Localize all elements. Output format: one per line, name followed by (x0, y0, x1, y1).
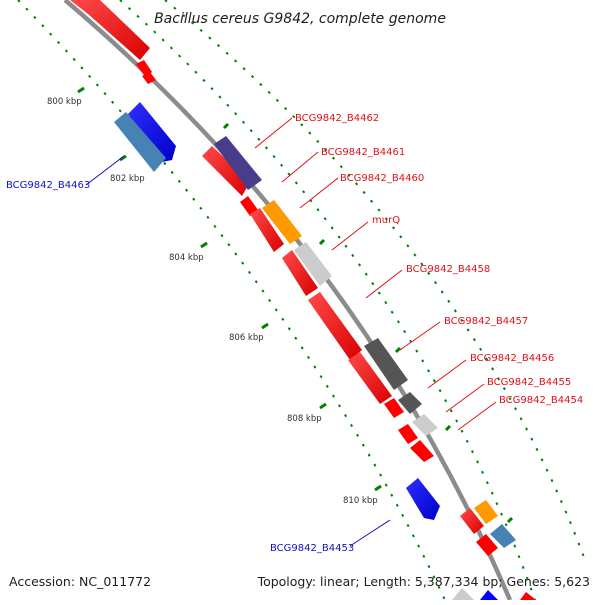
accession-text: Accession: NC_011772 (9, 574, 151, 589)
reverse-strand-genes (70, 0, 536, 600)
gene-label[interactable]: BCG9842_B4463 (6, 180, 90, 191)
leader-line-murq (331, 221, 369, 251)
leader-line-b4456 (427, 359, 467, 389)
gene-label[interactable]: BCG9842_B4461 (321, 147, 405, 158)
leader-line-b4454 (457, 401, 497, 431)
gene-arrow[interactable] (308, 292, 362, 360)
gene-arrow[interactable] (202, 146, 250, 196)
gene-arrow[interactable] (348, 352, 392, 404)
ruler-guide-outer (164, 0, 586, 561)
gene-label[interactable]: BCG9842_B4453 (270, 543, 354, 554)
tick-label: 804 kbp (169, 253, 204, 263)
gene-arrow[interactable] (70, 0, 150, 60)
tick-labels: 800 kbp 802 kbp 804 kbp 806 kbp 808 kbp … (47, 97, 378, 506)
forward-strand-genes (114, 102, 440, 520)
gene-arrow[interactable] (474, 500, 498, 524)
gene-arrow[interactable] (406, 478, 440, 520)
gene-arrow[interactable] (452, 588, 474, 600)
gene-arrow[interactable] (384, 398, 404, 418)
gene-arrow[interactable] (410, 440, 434, 462)
tick-mark-mid-2 (318, 238, 326, 246)
gene-label[interactable]: murQ (372, 215, 400, 226)
leader-line-b4463 (85, 155, 125, 186)
gene-label[interactable]: BCG9842_B4462 (295, 113, 379, 124)
leader-lines (85, 117, 497, 547)
gene-label[interactable]: BCG9842_B4460 (340, 173, 424, 184)
gene-arrow[interactable] (128, 102, 176, 162)
tick-mark-802 (119, 154, 127, 162)
gene-arrow[interactable] (480, 590, 498, 600)
tick-mark-mid-5 (506, 516, 514, 524)
leader-line-b4460 (299, 177, 339, 209)
gene-arrow[interactable] (490, 524, 516, 548)
gene-arrow[interactable] (364, 338, 408, 390)
tick-label: 806 kbp (229, 333, 264, 343)
leader-line-b4458 (365, 269, 403, 299)
gene-arrow[interactable] (240, 196, 258, 216)
ruler-guide-mid (119, 0, 536, 601)
gene-arrow[interactable] (412, 414, 438, 436)
gene-arrow[interactable] (282, 250, 318, 296)
leader-line-b4453 (349, 519, 391, 547)
topology-summary: Topology: linear; Length: 5,387,334 bp; … (257, 574, 590, 589)
map-title: Bacillus cereus G9842, complete genome (154, 11, 446, 27)
tick-label: 800 kbp (47, 97, 82, 107)
gene-labels: BCG9842_B4462 BCG9842_B4461 BCG9842_B446… (6, 113, 583, 554)
gene-arrow[interactable] (250, 208, 284, 252)
tick-mark-800 (77, 86, 85, 94)
gene-arrow[interactable] (114, 112, 166, 172)
gene-arrow[interactable] (294, 242, 332, 286)
tick-mark-mid-1 (222, 122, 230, 130)
ruler-guides (17, 0, 586, 601)
tick-mark-mid-4 (444, 424, 452, 432)
gene-arrow[interactable] (398, 424, 418, 444)
tick-mark-mid-3 (394, 346, 402, 354)
tick-label: 808 kbp (287, 414, 322, 424)
gene-arrow[interactable] (460, 508, 484, 534)
tick-marks (77, 86, 514, 524)
gene-arrow[interactable] (476, 534, 498, 556)
tick-label: 810 kbp (343, 496, 378, 506)
gene-label[interactable]: BCG9842_B4457 (444, 316, 528, 327)
leader-line-b4462 (254, 117, 293, 149)
gene-label[interactable]: BCG9842_B4458 (406, 264, 490, 275)
leader-line-b4455 (445, 383, 485, 413)
gene-label[interactable]: BCG9842_B4456 (470, 353, 554, 364)
tick-mark-806 (261, 322, 269, 330)
tick-mark-808 (319, 402, 327, 410)
tick-label: 802 kbp (110, 174, 145, 184)
leader-line-b4461 (281, 151, 319, 183)
gene-arrow[interactable] (262, 200, 302, 244)
tick-mark-810 (374, 484, 382, 492)
genome-backbone (63, 0, 513, 601)
gene-arrow[interactable] (398, 392, 422, 414)
gene-arrow[interactable] (142, 72, 156, 84)
gene-arrow[interactable] (214, 136, 262, 190)
gene-label[interactable]: BCG9842_B4454 (499, 395, 583, 406)
leader-line-b4457 (399, 321, 441, 351)
gene-arrow[interactable] (520, 592, 536, 600)
gene-label[interactable]: BCG9842_B4455 (487, 377, 571, 388)
tick-mark-804 (200, 241, 208, 249)
